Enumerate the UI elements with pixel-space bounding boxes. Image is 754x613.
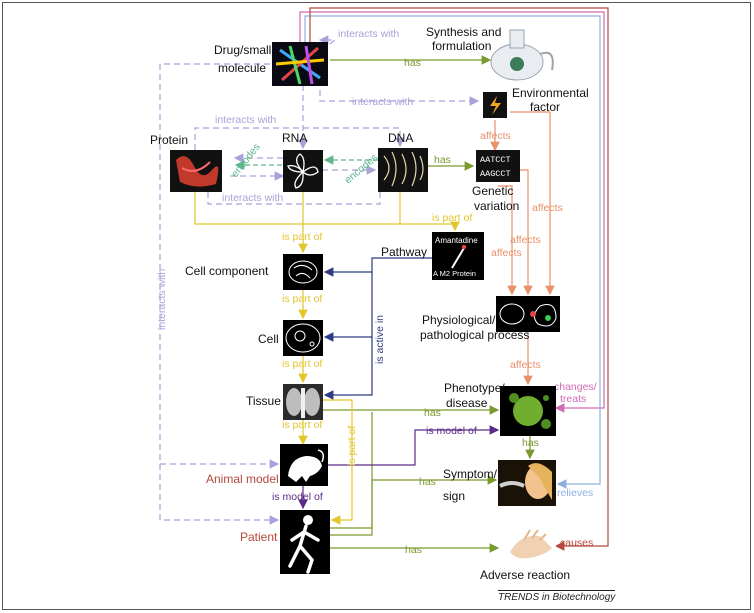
label-interacts-4: interacts with: [222, 192, 283, 204]
protein-image: [170, 150, 222, 192]
label-partof-5: is part of: [282, 419, 322, 431]
edges: [159, 7, 609, 553]
dna-image: [378, 148, 428, 192]
edge-protein-pathway-partof: [194, 192, 460, 232]
node-symptom-label: Symptom/sign: [443, 467, 498, 503]
edge-patient-symptom-has: [330, 475, 498, 536]
edge-env-physio-affects: [510, 111, 555, 296]
label-affects-3: affects: [510, 234, 541, 246]
edge-drug-env-interacts: [319, 80, 480, 106]
symptom-image: [498, 460, 556, 506]
label-has-5: has: [405, 544, 422, 556]
physiological-process-image: [496, 296, 560, 332]
label-encodes-1: encodes: [229, 141, 263, 180]
node-tissue-label: Tissue: [246, 394, 281, 408]
label-interacts-vertical: interacts with: [156, 269, 168, 330]
label-active-vertical: is active in: [374, 315, 386, 364]
label-causes: causes: [560, 537, 593, 549]
edge-pathway-cell-active: [323, 272, 373, 342]
edge-drug-symptom-relieves: [304, 15, 601, 489]
label-encodes-2: encodes: [342, 152, 380, 187]
figure-credit: TRENDS in Biotechnology: [498, 590, 616, 603]
svg-text:AAGCCT: AAGCCT: [480, 169, 511, 179]
node-physio-label: Physiological/pathological process: [420, 313, 529, 342]
edge-drug-patient-interacts: [159, 63, 280, 525]
node-rna-label: RNA: [282, 131, 307, 145]
edge-protein-dna-interacts: [194, 127, 405, 150]
animal-model-image: [280, 444, 328, 486]
label-affects-1: affects: [480, 130, 511, 142]
label-partof-1: is part of: [432, 212, 472, 224]
adverse-reaction-image: [500, 528, 556, 564]
label-has-4: has: [419, 476, 436, 488]
label-model-1: is model of: [426, 425, 477, 437]
label-interacts-2: interacts with: [352, 96, 413, 108]
patient-image: [280, 510, 330, 574]
genetic-variation-image: AATCCT AAGCCT: [476, 150, 520, 182]
environmental-factor-image: [483, 92, 507, 118]
label-has-6: has: [522, 437, 539, 449]
cell-component-image: [283, 254, 323, 290]
node-adverse-label: Adverse reaction: [480, 568, 570, 582]
node-phenotype-label: Phenotype/disease: [444, 381, 505, 410]
drug-molecule-image: [272, 42, 328, 86]
edge-animal-phenotype-model: [328, 425, 500, 466]
svg-text:AATCCT: AATCCT: [480, 155, 511, 165]
node-patient-label: Patient: [240, 530, 278, 544]
label-interacts-1: interacts with: [338, 28, 399, 40]
node-images: AATCCT AAGCCT Amantadine A M2 Protein: [170, 29, 560, 574]
edge-genetic-physio-affects-2: [498, 185, 517, 296]
edge-protein-rna-bottom: [207, 192, 381, 205]
rna-image: [283, 150, 323, 192]
label-has-1: has: [404, 57, 421, 69]
synthesis-flask-image: [490, 29, 554, 81]
node-cell-component-label: Cell component: [185, 264, 269, 278]
svg-text:Amantadine: Amantadine: [435, 236, 478, 245]
label-affects-2: affects: [532, 202, 563, 214]
edge-drug-adverse-causes: [309, 7, 609, 551]
node-animal-label: Animal model: [206, 472, 279, 486]
cell-image: [283, 320, 323, 356]
node-cell-label: Cell: [258, 332, 279, 346]
pathway-image: Amantadine A M2 Protein: [432, 232, 484, 280]
label-model-2: is model of: [272, 491, 323, 503]
label-has-2: has: [434, 154, 451, 166]
label-interacts-3: interacts with: [215, 114, 276, 126]
node-pathway-label: Pathway: [381, 245, 427, 259]
label-partof-4: is part of: [282, 358, 322, 370]
label-changes: changes/ treats: [554, 381, 600, 405]
label-partof-vertical: is part of: [346, 426, 358, 466]
label-affects-4: affects: [491, 247, 522, 259]
edge-pathway-cellcomp-active: [323, 257, 432, 277]
node-protein-label: Protein: [150, 133, 188, 147]
node-dna-label: DNA: [388, 131, 413, 145]
edge-drug-phenotype-treats: [299, 11, 605, 413]
label-partof-2: is part of: [282, 231, 322, 243]
label-relieves: relieves: [557, 487, 593, 499]
phenotype-disease-image: [500, 386, 556, 436]
edge-tissue-patient-partof: [322, 399, 353, 525]
tissue-image: [283, 384, 323, 420]
label-partof-3: is part of: [282, 293, 322, 305]
edge-pathway-tissue-active: [323, 337, 373, 400]
svg-text:A M2 Protein: A M2 Protein: [433, 269, 476, 278]
label-affects-5: affects: [510, 359, 541, 371]
label-has-3: has: [424, 407, 441, 419]
